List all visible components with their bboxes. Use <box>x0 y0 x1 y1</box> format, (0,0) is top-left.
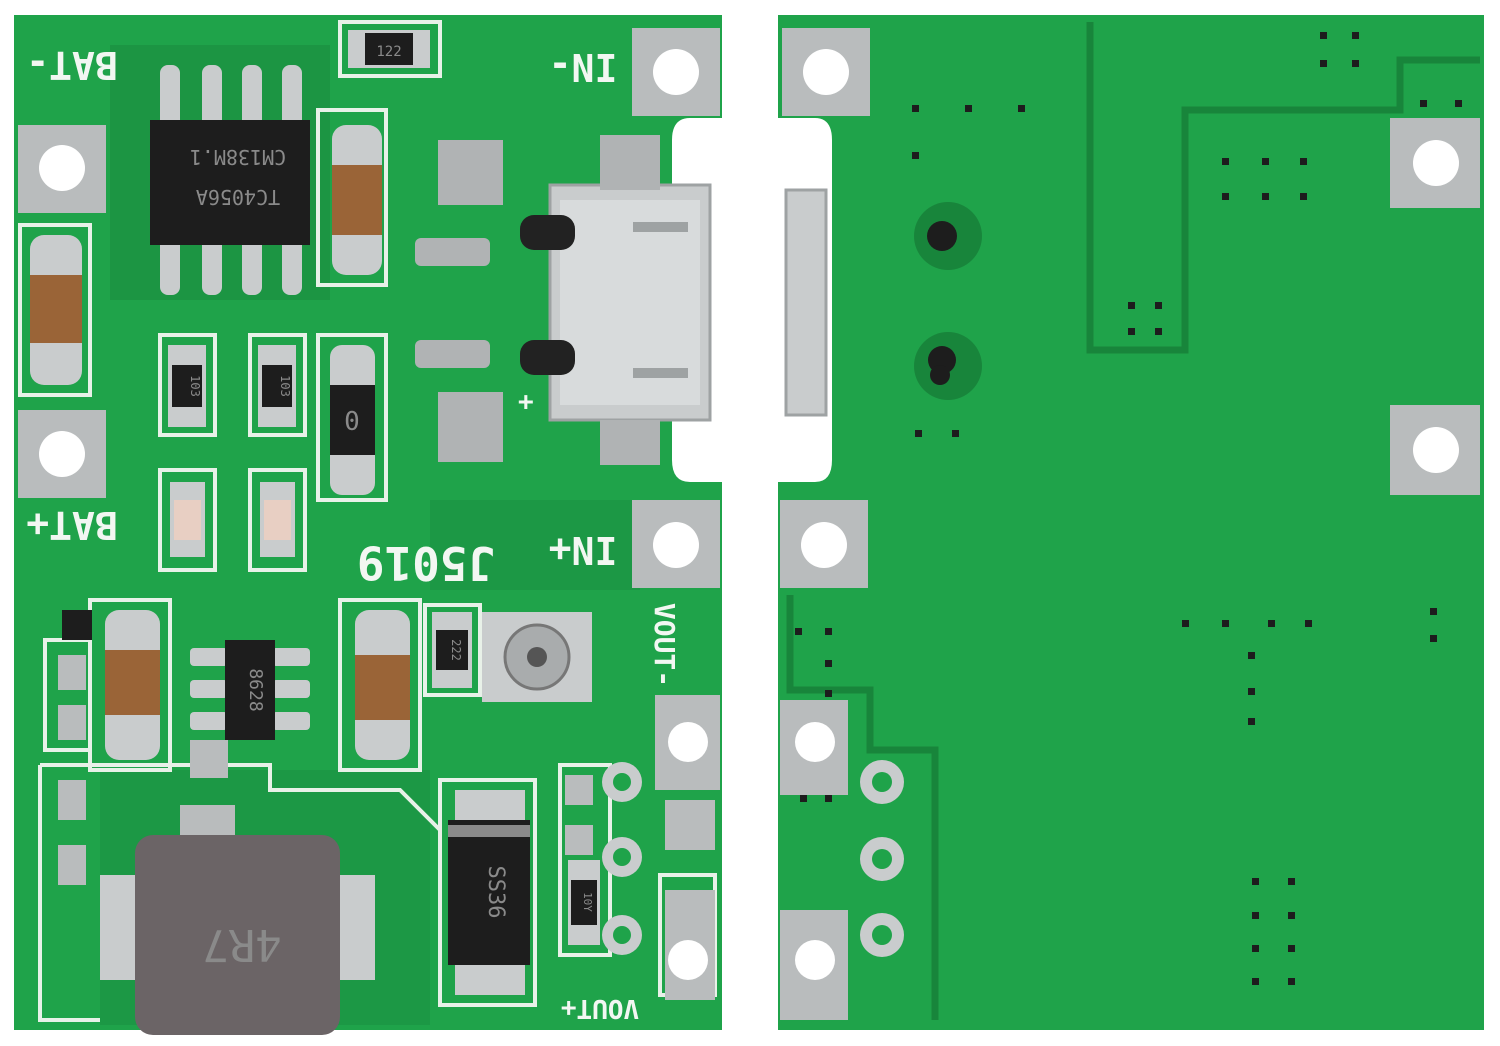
resistor-122-label: 122 <box>376 44 401 60</box>
inductor-label: 4R7 <box>202 919 281 970</box>
resistor-222-label: 222 <box>449 639 463 661</box>
resistor-zero-label: 0 <box>344 407 360 437</box>
back-through-holes <box>860 760 904 957</box>
label-in-plus: IN+ <box>549 528 618 572</box>
mounting-hole-icon <box>39 49 708 980</box>
back-board <box>778 15 1484 1030</box>
boost-ic-label: 8628 <box>245 668 266 711</box>
label-vout-plus: VOUT+ <box>561 993 639 1023</box>
mounting-hole-icon <box>795 49 1459 980</box>
usb-connector <box>520 135 712 465</box>
label-usb-plus: + <box>518 387 534 417</box>
small-pads <box>58 610 593 885</box>
resistor-10y-label: 10Y <box>581 892 594 912</box>
smd-resistors: 122 103 103 0 222 10Y <box>168 30 600 945</box>
charger-ic-label-2: CM138M.1 <box>190 145 286 169</box>
boost-ic: 8628 <box>190 640 310 740</box>
resistor-103a-label: 103 <box>188 375 202 397</box>
diode-label: SS36 <box>483 866 508 919</box>
back-vias <box>795 32 1462 985</box>
through-holes <box>602 762 642 955</box>
back-usb-edge <box>784 188 828 417</box>
charger-ic-label-1: TC4056A <box>196 185 280 209</box>
charger-ic: CM138M.1 TC4056A <box>150 65 310 295</box>
label-bat-minus: BAT- <box>26 43 118 87</box>
label-board-id: J5019 <box>357 536 495 590</box>
led-indicators <box>170 482 295 557</box>
resistor-103b-label: 103 <box>278 375 292 397</box>
inductor: 4R7 <box>100 835 375 1035</box>
back-copper-outlines <box>786 22 1480 1020</box>
front-trace-region <box>430 500 640 590</box>
ceramic-capacitors <box>30 125 410 760</box>
label-in-minus: IN- <box>549 45 618 89</box>
schottky-diode: SS36 <box>448 790 530 995</box>
usb-pads <box>415 140 503 462</box>
front-board: CM138M.1 TC4056A 122 103 103 <box>14 15 722 1035</box>
front-silk-outlines <box>18 20 717 1022</box>
label-vout-minus: VOUT- <box>648 603 681 687</box>
label-bat-plus: BAT+ <box>26 503 118 547</box>
keyhole-via-icon <box>914 202 982 400</box>
potentiometer <box>482 612 592 702</box>
